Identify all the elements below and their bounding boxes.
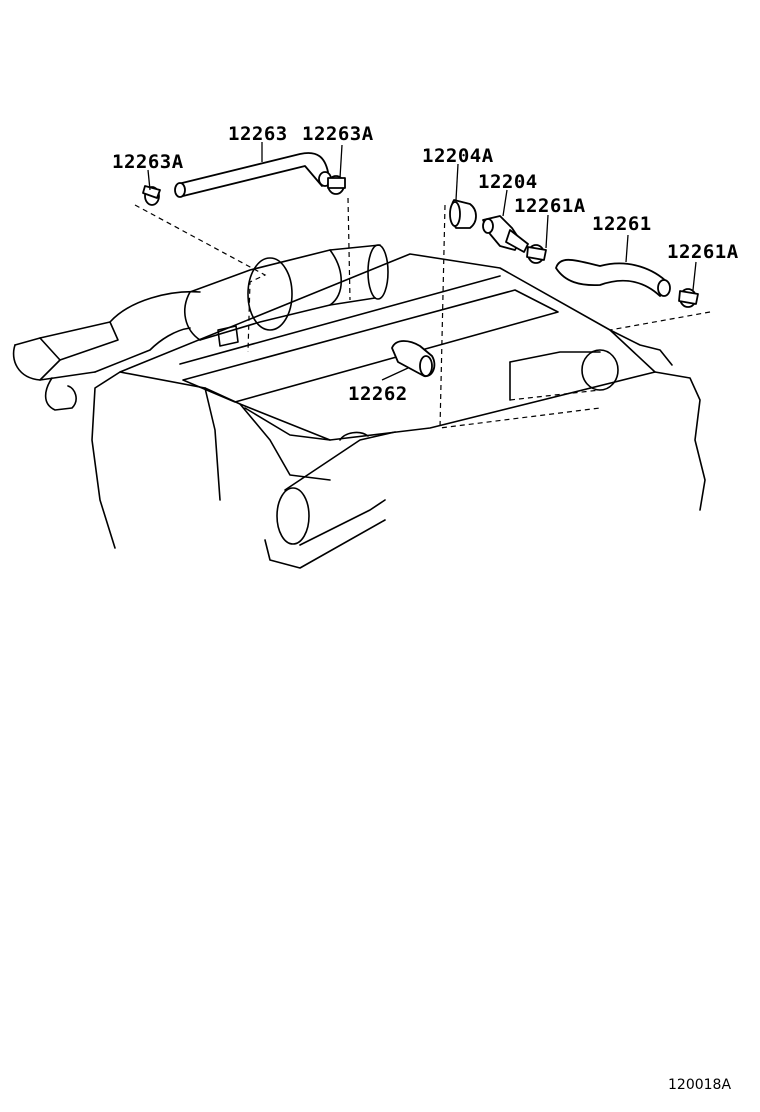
clamp-12261a-left <box>526 244 547 264</box>
pcv-valve-12204 <box>482 215 529 253</box>
engine-block-outline <box>12 244 706 569</box>
hose-12261 <box>555 258 671 297</box>
callout-12204a: 12204A <box>422 145 494 167</box>
hose-12262 <box>391 340 436 378</box>
grommet-12204a <box>449 199 477 229</box>
callout-12261a-left: 12261A <box>514 195 586 217</box>
callout-12204: 12204 <box>478 171 538 193</box>
hose-12263 <box>174 152 332 198</box>
clamp-12261a-right <box>678 288 699 308</box>
callout-12263: 12263 <box>228 123 288 145</box>
clamp-12263a-right <box>327 175 346 195</box>
callout-12261a-right: 12261A <box>667 241 739 263</box>
leader-lines <box>147 142 697 381</box>
clamp-12263a-left <box>142 185 161 206</box>
callout-12262: 12262 <box>348 383 408 405</box>
callout-12261: 12261 <box>592 213 652 235</box>
callout-labels: 12263A 12263 12263A 12204A 12204 12261A … <box>112 123 739 405</box>
assembly-lines <box>134 197 711 429</box>
callout-12263a-left: 12263A <box>112 151 184 173</box>
callout-12263a-right: 12263A <box>302 123 374 145</box>
figure-reference: 120018A <box>668 1077 731 1093</box>
